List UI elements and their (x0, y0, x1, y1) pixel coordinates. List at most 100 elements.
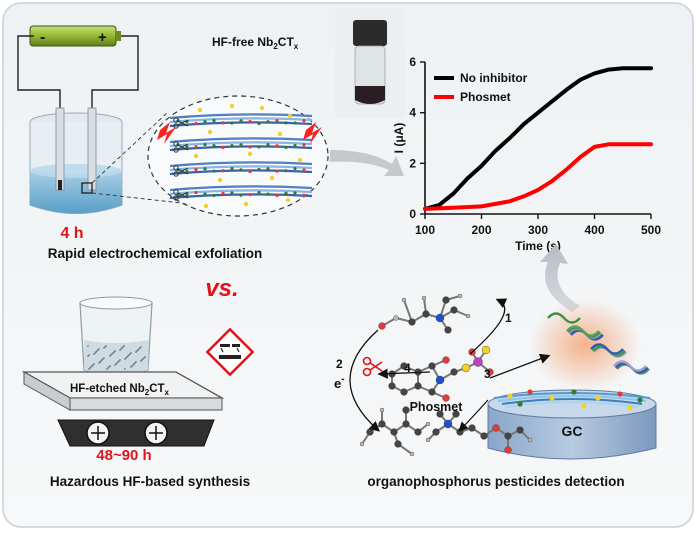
x-tick-label: 500 (641, 223, 661, 237)
arrow-step-4 (377, 368, 431, 379)
molecule (425, 410, 533, 454)
series-line-phosmet (423, 142, 653, 211)
enzyme-glow (529, 299, 641, 391)
exfoliation-caption: Rapid electrochemical exfoliation (48, 246, 263, 261)
exfoliation-time: 4 h (60, 225, 83, 242)
hf-caption: Hazardous HF-based synthesis (50, 474, 250, 489)
battery-minus-label: - (40, 29, 45, 46)
y-tick-label: 0 (409, 207, 416, 221)
step-3-label: 3 (484, 367, 491, 381)
hotplate-setup (21, 296, 225, 447)
corrosive-hazard-icon (205, 327, 255, 377)
arrow-step-3 (489, 353, 551, 379)
step-1-label: 1 (505, 311, 512, 325)
scissors-icon (173, 117, 189, 129)
ion-dot (217, 177, 223, 183)
legend-label-no-inhibitor: No inhibitor (460, 71, 528, 85)
y-axis-label: I (μA) (392, 123, 406, 154)
surface-atom (507, 393, 513, 399)
ion-dot (243, 201, 249, 207)
scissors-icon (362, 356, 383, 377)
ion-dot (193, 153, 199, 159)
nanosheet (497, 395, 647, 402)
detection-scheme (487, 299, 657, 460)
lightning-icon-right (303, 122, 322, 144)
chart-legend: No inhibitor Phosmet (434, 71, 528, 104)
electrolyte (30, 170, 122, 214)
x-tick-label: 200 (471, 223, 491, 237)
mxene-layers-zoom (147, 95, 329, 217)
ion-dot (259, 105, 265, 111)
enzyme-ribbon (566, 325, 600, 337)
surface-atom (637, 397, 643, 403)
product-label: HF-free Nb2CTx (212, 35, 299, 51)
molecule (359, 406, 431, 457)
ion-dot (247, 151, 253, 157)
surface-atom (617, 391, 623, 397)
ion-dot (277, 131, 283, 137)
surface-atom (517, 401, 523, 407)
hf-etched-label: HF-etched Nb2CTx (70, 383, 170, 397)
wire-left (17, 35, 61, 110)
surface-atom (595, 395, 601, 401)
surface-atom (571, 389, 577, 395)
nanosheet (501, 398, 643, 405)
step-4-label: 4 (404, 361, 411, 375)
series-line-no-inhibitor (423, 66, 653, 211)
molecule (378, 293, 471, 334)
surface-atom (627, 405, 633, 411)
enzyme-ribbon (590, 343, 624, 355)
hotplate-control-panel (57, 419, 215, 447)
ion-dot (207, 129, 213, 135)
electron-label: e- (334, 374, 345, 391)
surface-atom (549, 395, 555, 401)
scissors-icon (173, 165, 189, 177)
scissors-icon (173, 189, 189, 201)
detection-caption: organophosphorus pesticides detection (367, 474, 624, 489)
enzyme-ribbon (613, 360, 647, 372)
ion-dot (197, 107, 203, 113)
gc-label: GC (562, 423, 583, 439)
electrode-left (55, 107, 65, 191)
y-tick-label: 6 (409, 55, 416, 69)
scissors-icon (173, 141, 189, 153)
x-axis-label: Time (s) (515, 239, 561, 253)
flow-arrow-right (330, 150, 404, 176)
gc-electrode (487, 403, 657, 460)
vs-label: vs. (205, 275, 238, 302)
arrow-step-1 (469, 298, 508, 355)
product-vial (335, 8, 405, 118)
ion-dot (203, 203, 209, 209)
reaction-arrows (349, 298, 551, 432)
ion-dot (285, 197, 291, 203)
flow-arrow-up (540, 244, 580, 312)
x-tick-label: 300 (528, 223, 548, 237)
electrode-right (87, 107, 97, 191)
surface-atom (581, 403, 587, 409)
electrochemical-cell: - + (17, 25, 191, 214)
wire-right (91, 35, 139, 110)
y-tick-label: 4 (409, 106, 416, 120)
lightning-icon-left (157, 122, 176, 144)
molecular-structures (359, 293, 533, 457)
current-time-chart: 100 200 300 400 500 0 2 4 6 Time (s) I (μA) No i… (392, 55, 661, 253)
ion-dot (269, 175, 275, 181)
molecule (388, 345, 494, 402)
phosmet-label: Phosmet (410, 400, 464, 414)
legend-label-phosmet: Phosmet (460, 90, 511, 104)
zoom-box (81, 182, 93, 194)
ion-dot (297, 157, 303, 163)
step-2-label: 2 (336, 357, 343, 371)
battery-plus-label: + (98, 29, 107, 46)
ion-dot (229, 103, 235, 109)
enzyme-ribbon (547, 312, 581, 324)
ion-dot (287, 113, 293, 119)
x-tick-label: 400 (584, 223, 604, 237)
y-tick-label: 2 (409, 156, 416, 170)
hf-time: 48~90 h (96, 447, 151, 464)
x-tick-label: 100 (415, 223, 435, 237)
surface-atom (527, 389, 533, 395)
arrow-step-2 (349, 329, 380, 432)
